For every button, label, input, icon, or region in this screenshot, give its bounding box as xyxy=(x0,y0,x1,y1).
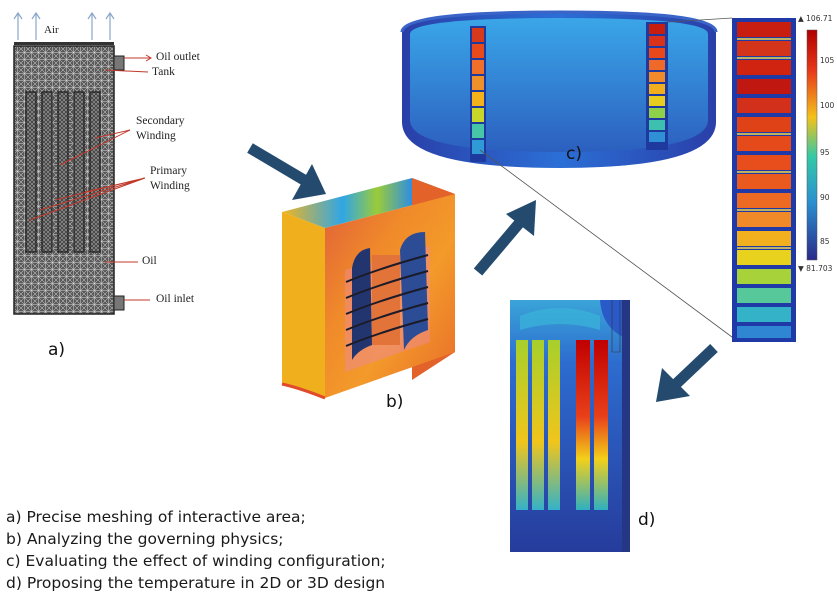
arrow-b-to-c xyxy=(473,200,536,276)
caption-a: a) Precise meshing of interactive area; xyxy=(6,508,306,526)
air-arrows xyxy=(13,11,115,40)
caption-d: d) Proposing the temperature in 2D or 3D… xyxy=(6,574,386,592)
panel-a-letter: a) xyxy=(48,340,66,360)
caption-b: b) Analyzing the governing physics; xyxy=(6,530,284,548)
panel-d-2d-section xyxy=(510,300,630,552)
primary-winding-line-1: Primary xyxy=(150,165,188,177)
panel-a-mesh-diagram xyxy=(13,11,152,315)
oil-inlet-label: Oil inlet xyxy=(156,293,195,305)
panel-c-letter: c) xyxy=(566,144,582,164)
secondary-winding-label: Secondary Winding xyxy=(136,114,185,144)
secondary-winding-line-1: Secondary xyxy=(136,115,185,127)
wire-loops xyxy=(345,254,429,347)
colorbar-tick-85: 85 xyxy=(820,237,830,246)
primary-winding-line-2: Winding xyxy=(150,180,190,192)
colorbar xyxy=(806,29,818,261)
annotation-lines xyxy=(29,54,152,301)
arrow-a-to-b xyxy=(247,143,326,200)
colorbar-min: ▼ 81.703 xyxy=(798,264,833,273)
cross-section-left xyxy=(472,28,484,154)
green-windings xyxy=(516,340,560,510)
strip-cells xyxy=(737,22,791,338)
secondary-winding-line-2: Winding xyxy=(136,130,176,142)
colorbar-max: ▲ 106.71 xyxy=(798,14,833,23)
panel-b-letter: b) xyxy=(386,392,404,412)
red-windings xyxy=(576,340,608,510)
cross-section-right xyxy=(649,24,665,142)
colorbar-tick-100: 100 xyxy=(820,101,835,110)
oil-label: Oil xyxy=(142,255,157,267)
panel-b-transformer-3d xyxy=(281,178,455,400)
caption-c: c) Evaluating the effect of winding conf… xyxy=(6,552,386,570)
colorbar-tick-95: 95 xyxy=(820,148,830,157)
arrow-c-to-d xyxy=(656,344,718,402)
zoomed-winding-strip xyxy=(732,18,796,342)
colorbar-tick-105: 105 xyxy=(820,56,835,65)
primary-winding-label: Primary Winding xyxy=(150,164,190,194)
air-label: Air xyxy=(44,24,59,36)
panel-c-cylinder xyxy=(400,10,737,341)
colorbar-tick-90: 90 xyxy=(820,193,830,202)
flow-arrows xyxy=(247,143,718,402)
panel-d-letter: d) xyxy=(638,510,656,530)
winding-slots xyxy=(25,91,101,253)
tank-label: Tank xyxy=(152,66,175,78)
oil-outlet-label: Oil outlet xyxy=(156,51,200,63)
